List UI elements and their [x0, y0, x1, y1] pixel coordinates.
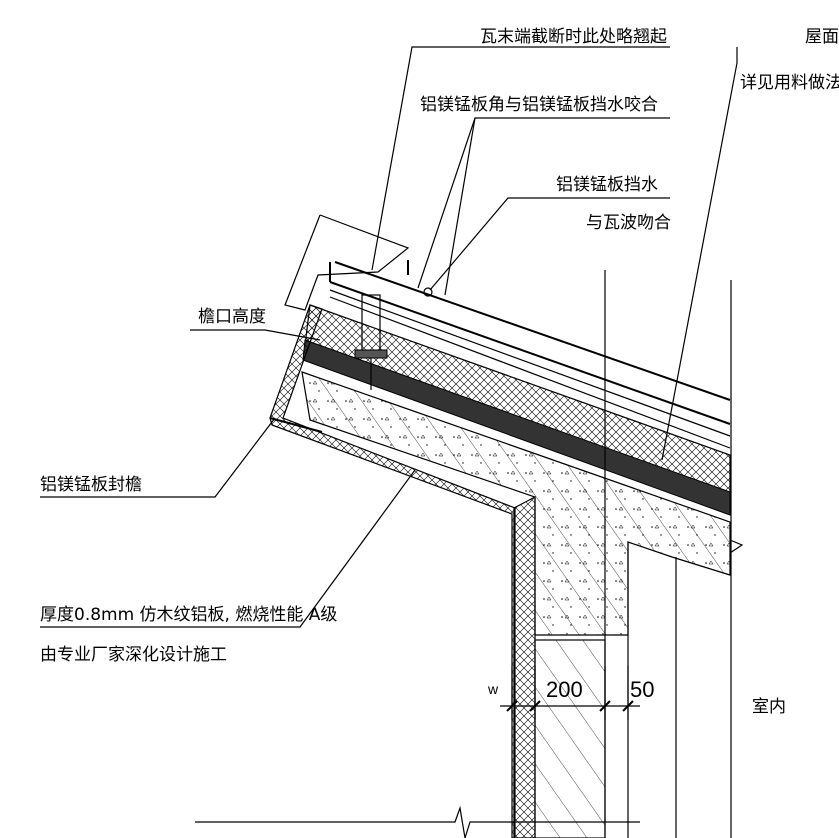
dimension-wall: 200: [546, 677, 583, 702]
label-eave-height: 檐口高度: [198, 307, 266, 327]
dimension-line: [500, 666, 640, 720]
fastener: [354, 260, 433, 390]
dimension-w: w: [487, 681, 499, 697]
label-panel-design: 由专业厂家深化设计施工: [40, 645, 227, 665]
label-tile-end: 瓦末端截断时此处略翘起: [480, 27, 667, 47]
label-water-stop-1: 铝镁锰板挡水: [556, 175, 658, 195]
label-indoor: 室内: [752, 697, 786, 717]
dimension-gap: 50: [630, 677, 654, 702]
label-corner-bite: 铝镁锰板角与铝镁锰板挡水咬合: [420, 95, 658, 115]
label-roof-face: 屋面: [805, 27, 839, 47]
eave-cladding: [269, 304, 536, 838]
leader-lines: [40, 46, 738, 628]
wall-section: [534, 270, 732, 838]
label-water-stop-2: 与瓦波吻合: [586, 213, 671, 233]
break-lines: [195, 539, 744, 838]
eave-outline: [269, 214, 410, 433]
label-eave-seal: 铝镁锰板封檐: [40, 475, 142, 495]
roof-tiles: [329, 261, 731, 449]
label-panel-spec: 厚度0.8mm 仿木纹铝板, 燃烧性能 A级: [40, 605, 337, 625]
label-see-materials: 详见用料做法: [740, 73, 839, 93]
